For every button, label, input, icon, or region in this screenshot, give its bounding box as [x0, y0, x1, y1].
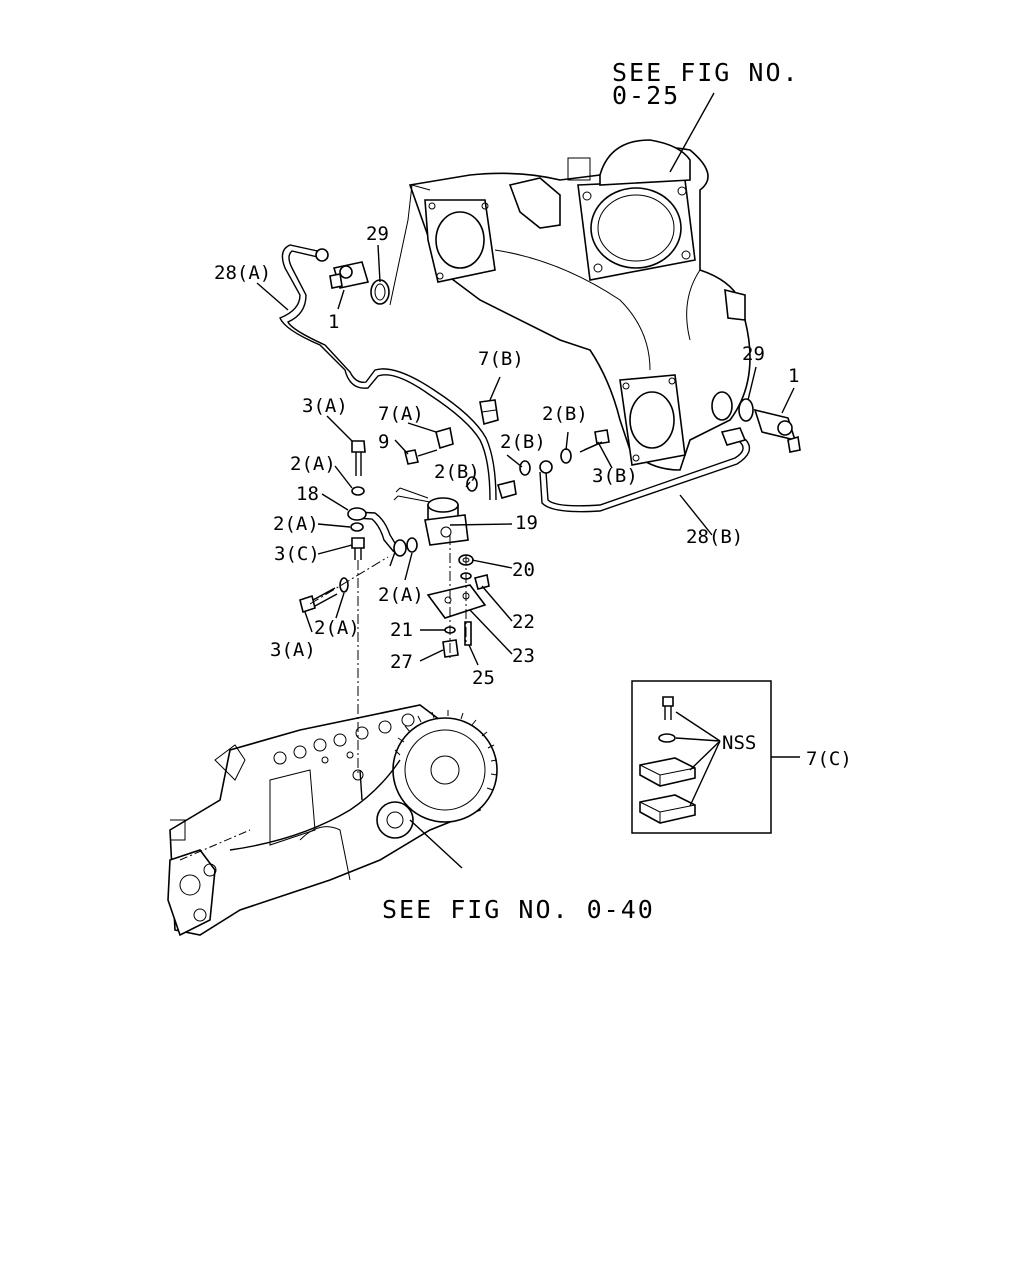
ref-fig-0-25-line1: SEE FIG NO. — [612, 58, 800, 87]
callout-3a-top: 3(A) — [302, 395, 348, 417]
callout-27: 27 — [390, 651, 413, 673]
callout-7c: 7(C) — [806, 748, 852, 770]
callout-18: 18 — [296, 483, 319, 505]
bolt-22 — [474, 574, 490, 590]
callout-2b-2: 2(B) — [500, 431, 546, 453]
callout-28b: 28(B) — [686, 526, 743, 548]
callout-25: 25 — [472, 667, 495, 689]
callout-1-upper: 1 — [328, 311, 339, 333]
pipe-18 — [347, 507, 407, 557]
washer-2a-2 — [350, 522, 364, 532]
callout-2a-2: 2(A) — [273, 513, 319, 535]
callout-29-right: 29 — [742, 343, 765, 365]
callout-23: 23 — [512, 645, 535, 667]
bolt-9 — [404, 449, 438, 465]
callout-1-right: 1 — [788, 365, 799, 387]
callout-nss: NSS — [722, 732, 756, 754]
washer-2a-3 — [406, 537, 418, 553]
centerline-3a — [309, 556, 389, 605]
leader-lines — [256, 92, 795, 869]
washer-2b-1 — [466, 476, 478, 492]
callout-29-upper: 29 — [366, 223, 389, 245]
callout-28a: 28(A) — [214, 262, 271, 284]
clamp-7a — [435, 426, 454, 450]
callout-7a: 7(A) — [378, 403, 424, 425]
callout-22: 22 — [512, 611, 535, 633]
callout-21: 21 — [390, 619, 413, 641]
callout-2a-1: 2(A) — [290, 453, 336, 475]
solenoid-19 — [393, 487, 469, 546]
washer-2b-3 — [560, 448, 572, 464]
banjo-bolt — [496, 480, 517, 499]
detail-box-7c — [631, 680, 800, 834]
washer-2b-2 — [519, 460, 531, 476]
callout-7b: 7(B) — [478, 348, 524, 370]
injection-pump — [167, 704, 498, 937]
callout-3a-bottom: 3(A) — [270, 639, 316, 661]
bolt-3c — [351, 537, 365, 560]
part-1-right — [753, 408, 801, 453]
part-1-upper — [329, 261, 370, 289]
exhaust-manifold — [408, 139, 751, 471]
callout-20: 20 — [512, 559, 535, 581]
bolt-3a-top — [351, 440, 366, 476]
bolt-3b — [579, 429, 610, 453]
part-29-upper — [370, 279, 390, 305]
callout-2a-4: 2(A) — [314, 617, 360, 639]
bracket-23 — [426, 584, 487, 619]
clamp-7b — [479, 399, 499, 426]
ref-fig-0-25-line2: 0-25 — [612, 81, 680, 110]
callout-19: 19 — [515, 512, 538, 534]
washer-2a-1 — [351, 486, 365, 496]
callout-9: 9 — [378, 431, 389, 453]
callout-2b-1: 2(B) — [434, 461, 480, 483]
callout-2a-3: 2(A) — [378, 584, 424, 606]
part-29-right — [738, 398, 754, 422]
callout-3b: 3(B) — [592, 465, 638, 487]
ref-fig-0-40: SEE FIG NO. 0-40 — [382, 895, 655, 924]
leader-29-dash — [389, 184, 431, 306]
bolt-3a-bottom — [299, 587, 338, 614]
callout-2b-3: 2(B) — [542, 403, 588, 425]
pipe-28a — [279, 244, 497, 501]
washer-2a-4 — [339, 577, 349, 593]
pipe-28b — [539, 427, 751, 513]
callout-3c: 3(C) — [274, 543, 320, 565]
